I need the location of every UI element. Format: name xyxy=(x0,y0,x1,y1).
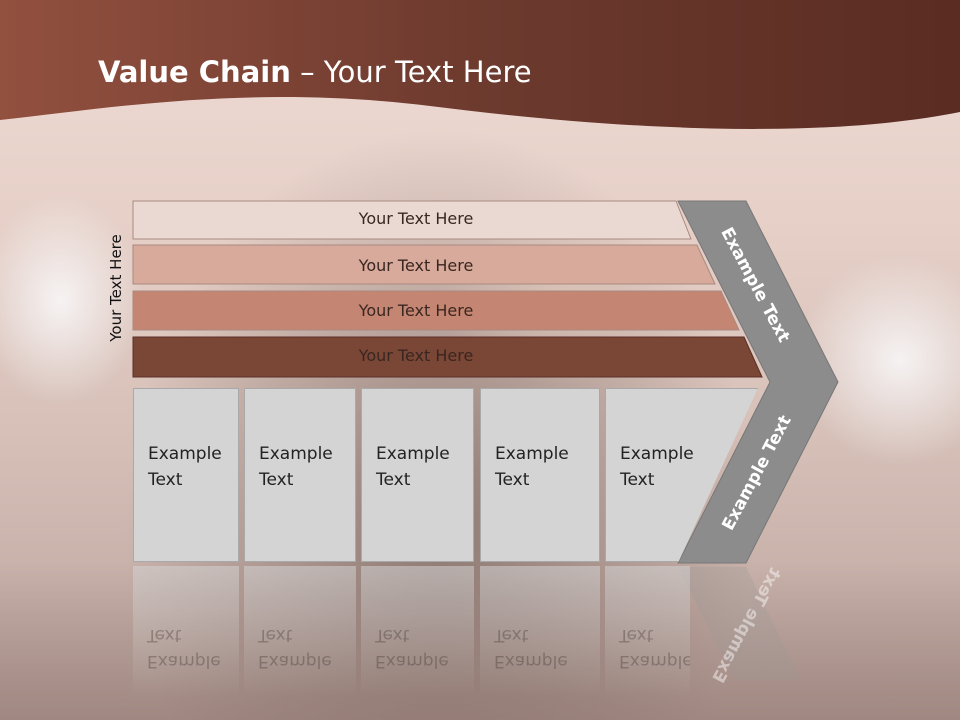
band-1 xyxy=(132,200,692,240)
box-3-line2: Text xyxy=(376,470,411,490)
box-3-line1: Example xyxy=(376,444,450,464)
box-2-line2: Text xyxy=(259,470,294,490)
chevron-reflection xyxy=(678,567,800,680)
box-2-line1: Example xyxy=(259,444,333,464)
band-label-3: Your Text Here xyxy=(358,301,474,320)
box-1-line1: Example xyxy=(148,444,222,464)
title-bold: Value Chain xyxy=(98,55,291,89)
band-4 xyxy=(132,336,763,378)
band-2 xyxy=(132,244,716,285)
band-label-4: Your Text Here xyxy=(358,346,474,365)
box-4-line1: Example xyxy=(495,444,569,464)
band-3 xyxy=(132,290,740,331)
title-rest: – Your Text Here xyxy=(290,55,532,89)
band-label-1: Your Text Here xyxy=(358,209,474,228)
band-label-2: Your Text Here xyxy=(358,256,474,275)
box-1-line2: Text xyxy=(148,470,183,490)
box-4-line2: Text xyxy=(495,470,530,490)
chevron-arrow xyxy=(677,200,839,564)
header-banner xyxy=(0,0,960,129)
box-5-line2: Text xyxy=(620,470,655,490)
box-5-line1: Example xyxy=(620,444,694,464)
slide-title: Value Chain – Your Text Here xyxy=(98,55,532,89)
